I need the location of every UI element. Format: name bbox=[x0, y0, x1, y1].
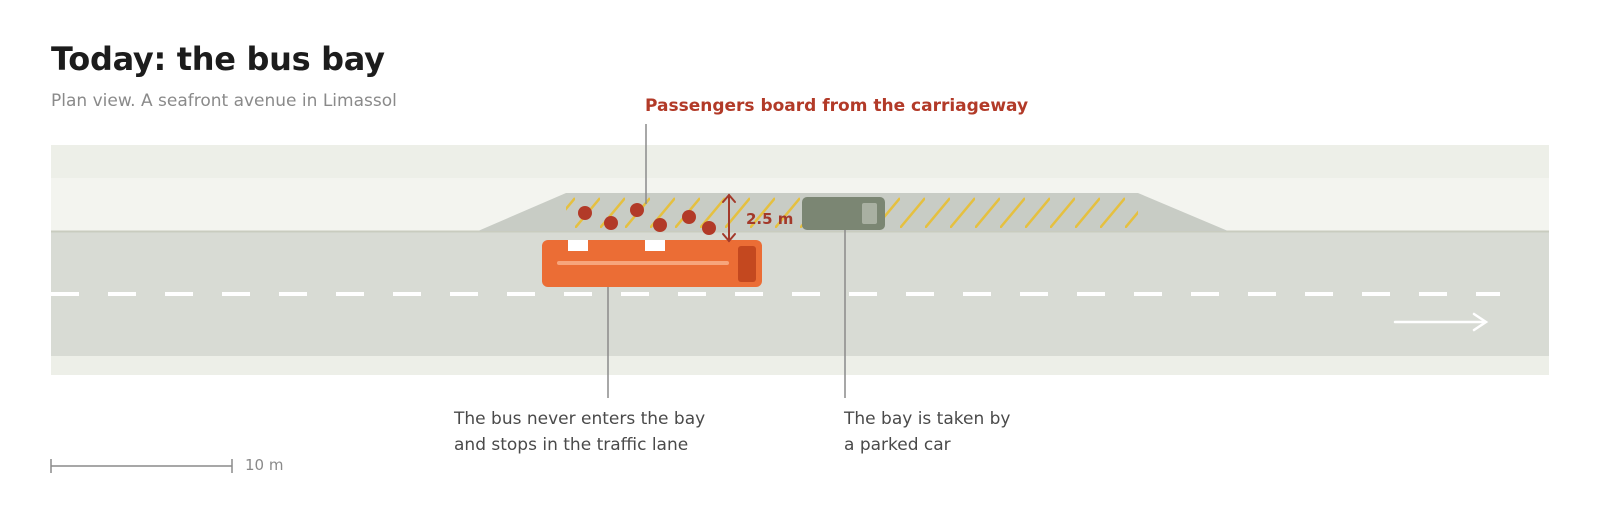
passenger-dot-icon bbox=[604, 216, 618, 230]
bus-icon bbox=[542, 240, 762, 287]
dimension-arrow-icon bbox=[722, 193, 736, 243]
page-subtitle: Plan view. A seafront avenue in Limassol bbox=[51, 91, 397, 111]
passenger-dot-icon bbox=[630, 203, 644, 217]
car-note-line: The bay is taken by bbox=[844, 409, 1011, 429]
car-note-line: a parked car bbox=[844, 435, 951, 455]
scale-label: 10 m bbox=[245, 456, 284, 474]
bus-note-line: The bus never enters the bay bbox=[454, 409, 706, 429]
passenger-dot-icon bbox=[578, 206, 592, 220]
bus-note: The bus never enters the bay and stops i… bbox=[454, 406, 705, 458]
boarding-callout: Passengers board from the carriageway bbox=[645, 96, 1029, 116]
passenger-dot-icon bbox=[702, 221, 716, 235]
car-note: The bay is taken by a parked car bbox=[844, 406, 1011, 458]
bay-depth-label: 2.5 m bbox=[746, 210, 793, 228]
direction-arrow-icon bbox=[1393, 312, 1489, 332]
page-title: Today: the bus bay bbox=[51, 40, 385, 78]
parked-car-icon bbox=[802, 197, 885, 230]
passengers-group bbox=[578, 203, 716, 235]
passenger-dot-icon bbox=[682, 210, 696, 224]
scale-bar bbox=[50, 459, 233, 473]
bus-note-line: and stops in the traffic lane bbox=[454, 435, 689, 455]
passenger-dot-icon bbox=[653, 218, 667, 232]
